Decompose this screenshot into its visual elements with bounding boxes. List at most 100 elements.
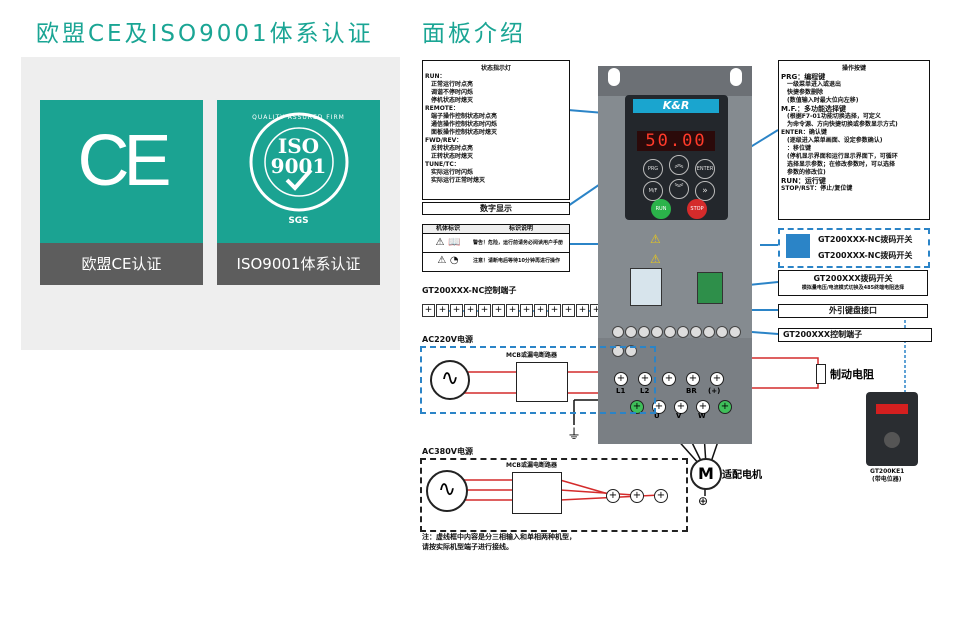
label-v: V (676, 412, 682, 420)
op-line: M.F.：多功能选择键 (781, 105, 847, 113)
run-key[interactable]: RUN (651, 199, 671, 219)
ac-source-icon: ∿ (430, 360, 470, 400)
iso-cert-caption: ISO9001体系认证 (217, 243, 380, 285)
status-line: 正转状态时熄灭 (431, 153, 474, 160)
status-line: FWD/REV： (425, 137, 463, 144)
nc-terminal-label: GT200XXX-NC控制端子 (422, 286, 517, 295)
terminal-ground-2: + (718, 400, 732, 414)
mf-key[interactable]: M/F (643, 181, 663, 201)
iso-number: 9001 (270, 154, 327, 178)
label-w: W (698, 412, 706, 420)
op-line: STOP/RST：停止/复位键 (781, 185, 853, 192)
iso-seal-icon (249, 112, 349, 212)
op-line: (数值输入时最大位向左移) (787, 97, 859, 104)
terminal-l1: + (614, 372, 628, 386)
op-line: RUN：运行键 (781, 177, 826, 185)
terminal-r: + (606, 489, 620, 503)
status-indicator-box: 状态指示灯 RUN： 正常运行时点亮 调谐不停时闪烁 停机状态时熄灭 REMOT… (422, 60, 570, 200)
label-l2: L2 (640, 387, 650, 395)
breaker380-icon (512, 472, 562, 514)
op-line: (根据F7-01功能切换选择，可定义 (787, 113, 881, 120)
external-keypad-model: GT200KE1 (870, 468, 905, 475)
shift-key-icon[interactable]: » (695, 181, 715, 201)
status-line: 实际运行正常时熄灭 (431, 177, 486, 184)
external-keypad-screen (876, 404, 908, 414)
control-terminal-label: GT200XXX控制端子 (778, 328, 932, 342)
digit-display-label: 数字显示 (422, 202, 570, 215)
motor-label: 适配电机 (722, 470, 762, 481)
op-line: 选择显示参数；在修改参数时，可以选择 (787, 161, 896, 168)
warn-row2: 注意！请断电后等待10分钟再进行操作 (473, 258, 560, 264)
nc-dip-switch[interactable] (786, 234, 810, 258)
ce-logo: CE (77, 121, 171, 201)
status-line: 停机状态时熄灭 (431, 97, 474, 104)
status-line: TUNE/TC： (425, 161, 460, 168)
keyboard-port[interactable] (630, 268, 662, 306)
op-line: ：移位键 (787, 145, 812, 152)
ce-cert-card: CE 欧盟CE认证 (40, 100, 203, 285)
op-line: PRG：编程键 (781, 73, 826, 81)
status-line: 端子操作控制状态时点亮 (431, 113, 498, 120)
down-key-icon[interactable]: ︾ (669, 179, 689, 199)
status-box-title: 状态指示灯 (480, 65, 511, 72)
terminal-w: + (696, 400, 710, 414)
terminal-v: + (674, 400, 688, 414)
breaker-label: MCB或漏电断路器 (506, 352, 557, 359)
iso-cert-card: ISO 9001 QUALITY ASSURED FIRM SGS ISO900… (217, 100, 380, 285)
motor-ground-icon: ⊕ (698, 494, 709, 508)
terminal-l2: + (638, 372, 652, 386)
nc-terminal-strip: ++++++++++++++ (422, 297, 618, 317)
label-plus: (+) (708, 387, 721, 395)
ce-cert-caption: 欧盟CE认证 (40, 243, 203, 285)
ac380-label: AC380V电源 (422, 447, 473, 456)
dip-switch[interactable] (697, 272, 723, 304)
ac220-dashed-area (420, 346, 656, 414)
op-line: 一级菜单进入或退出 (787, 81, 842, 88)
enter-key[interactable]: ENTER (695, 159, 715, 179)
dip-switch-desc: 模拟量电压/电流模式切换及485终端电阻选择 (801, 285, 905, 291)
ac220-label: AC220V电源 (422, 335, 473, 344)
status-line: REMOTE： (425, 105, 459, 112)
up-key-icon[interactable]: ︽ (669, 155, 689, 175)
label-br: BR (686, 387, 697, 395)
status-line: 调谐不停时闪烁 (431, 89, 474, 96)
op-box-title: 操作按键 (841, 65, 866, 72)
op-line: 快捷参数删除 (787, 89, 824, 96)
inverter-top-vent (598, 66, 752, 96)
panel-intro-heading: 面板介绍 (422, 21, 526, 47)
breaker-icon (516, 362, 568, 402)
power-terminal-area (598, 338, 752, 444)
status-line: 实际运行时闪烁 (431, 169, 474, 176)
prg-key[interactable]: PRG (643, 159, 663, 179)
ground-icon: ⏚ (567, 427, 581, 443)
iso-text: ISO (277, 134, 320, 158)
nc-dip-label-a: GT200XXX-NC拨码开关 (818, 235, 913, 244)
wiring-note: 注：虚线框中内容是分三相输入和单相两种机型， 请按实际机型端子进行接线。 (422, 532, 576, 552)
status-line: 通信操作控制状态时闪烁 (431, 121, 498, 128)
stop-key[interactable]: STOP (687, 199, 707, 219)
dip-switch-label: GT200XXX拨码开关 (813, 274, 893, 283)
status-line: 反转状态时点亮 (431, 145, 474, 152)
motor-icon: M (690, 458, 722, 490)
brake-resistor-icon (816, 364, 826, 384)
ext-keyboard-port-label: 外引键盘接口 (778, 304, 928, 318)
mount-hole (730, 68, 742, 86)
control-terminal-strip (612, 323, 752, 357)
ac380-source-icon: ∿ (426, 470, 468, 512)
terminal-s: + (630, 489, 644, 503)
label-u: U (654, 412, 660, 420)
brake-resistor-label: 制动电阻 (830, 368, 874, 381)
ac380-dashed-area (420, 458, 688, 532)
certification-panel: CE 欧盟CE认证 ISO 9001 QUALITY ASSURED FIRM … (21, 57, 400, 350)
digital-display: 50.00 (637, 131, 715, 151)
caution-triangle-icon: ⚠ ◔ (437, 255, 459, 266)
certification-heading: 欧盟CE及ISO9001体系认证 (36, 21, 374, 47)
external-keypad[interactable] (866, 392, 918, 466)
terminal-br-b: + (686, 372, 700, 386)
potentiometer-knob[interactable] (884, 432, 900, 448)
status-line: 面板操作控制状态时熄灭 (431, 129, 498, 136)
status-line: 正常运行时点亮 (431, 81, 474, 88)
warn-row1: 警告！危险，运行前请务必阅读用户手册 (473, 240, 564, 246)
drive-caution-icon: ⚠ (650, 252, 661, 266)
note-line-1: 注：虚线框中内容是分三相输入和单相两种机型， (422, 533, 576, 541)
